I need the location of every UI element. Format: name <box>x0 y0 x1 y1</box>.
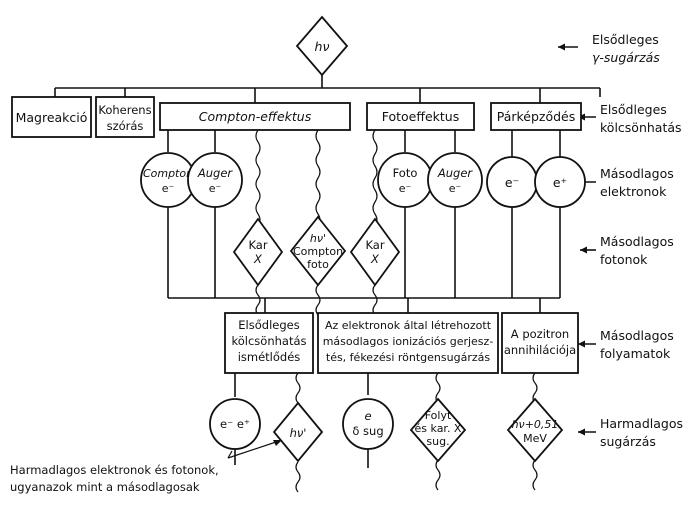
circle-compton-electron: Compton e⁻ <box>140 152 196 208</box>
box-label-line1: Az elektronok által létrehozott <box>325 319 492 332</box>
diamond-label-line3: foto <box>307 258 329 271</box>
box-label-line3: ismétlődés <box>238 350 301 364</box>
circle-label-line1: e <box>364 409 371 423</box>
circle-label-line1: Foto <box>393 166 418 180</box>
side-label-line1: Elsődleges <box>592 32 659 47</box>
side-label-line1: Harmadlagos <box>600 416 683 431</box>
note-line2: ugyanazok mint a másodlagosak <box>10 480 200 494</box>
circle-tertiary-electron-pair: e⁻ e⁺ <box>209 398 261 450</box>
side-label-secondary-photons: Másodlagos fotonok <box>580 234 674 267</box>
hv-label: hν <box>315 39 330 54</box>
circle-label-line2: e⁻ <box>209 182 222 195</box>
side-label-line2: kölcsönhatás <box>600 120 682 135</box>
diamond-tertiary-photon: hν' <box>272 401 324 463</box>
diamond-compton-photon: hν' Compton foto <box>289 215 347 287</box>
side-label-secondary-processes: Másodlagos folyamatok <box>578 328 674 361</box>
side-label-line1: Másodlagos <box>600 234 674 249</box>
circle-label-line2: δ sug <box>352 424 383 438</box>
diamond-label-line2: Compton <box>293 245 343 258</box>
diamond-label-line2: X <box>370 252 380 266</box>
box-label: Párképződés <box>497 109 576 124</box>
side-label-line2: folyamatok <box>600 346 671 361</box>
diamond-label-line1: hν' <box>310 232 326 245</box>
diamond-continuous-characteristic-x: Folyt és kar. X sug. <box>409 397 467 463</box>
box-label: Magreakció <box>16 110 88 125</box>
box-label-line1: A pozitron <box>511 327 569 341</box>
diamond-characteristic-x-2: Kar X <box>349 217 401 287</box>
diamond-label-line1: hν+0,51 <box>512 418 559 431</box>
side-label-tertiary-radiation: Harmadlagos sugárzás <box>578 416 683 449</box>
connector-lines <box>54 75 601 493</box>
circle-foto-electron: Foto e⁻ <box>377 152 433 208</box>
tertiary-note: Harmadlagos elektronok és fotonok, ugyan… <box>10 463 219 494</box>
box-compton-effektus: Compton-effektus <box>159 102 351 131</box>
box-label-line2: kölcsönhatás <box>231 334 306 348</box>
box-parkepzodes: Párképződés <box>490 102 582 131</box>
box-label: Compton-effektus <box>199 109 312 124</box>
box-secondary-ionization: Az elektronok által létrehozott másodlag… <box>317 312 499 374</box>
circle-label-line1: Auger <box>197 166 234 180</box>
box-koherens-szoras: Koherens szórás <box>95 96 155 138</box>
circle-electron: e⁻ <box>486 156 538 208</box>
side-label-line1: Elsődleges <box>600 102 667 117</box>
box-label-line2: másodlagos ionizációs gerjesz- <box>323 335 494 348</box>
note-line1: Harmadlagos elektronok és fotonok, <box>10 463 219 477</box>
diamond-label: hν' <box>290 426 307 440</box>
box-positron-annihilation: A pozitron annihilációja <box>501 312 579 374</box>
diamond-label-line2: és kar. X <box>415 422 462 435</box>
diamond-label-line1: Kar <box>365 238 384 252</box>
circle-delta-radiation: e δ sug <box>342 398 394 450</box>
circle-label-line2: e⁻ <box>399 182 412 195</box>
circle-label: e⁻ <box>505 175 519 190</box>
diamond-label-line1: Kar <box>248 238 267 252</box>
side-label-line2: fotonok <box>600 252 648 267</box>
circle-label: e⁺ <box>553 175 567 190</box>
circle-label-line1: Compton <box>143 167 193 180</box>
box-label-line2: annihilációja <box>504 343 576 357</box>
side-label-line2: elektronok <box>600 184 667 199</box>
box-label-line1: Elsődleges <box>238 318 299 332</box>
side-label-line2: sugárzás <box>600 434 656 449</box>
circle-auger-electron-1: Auger e⁻ <box>187 152 243 208</box>
side-label-secondary-electrons: Másodlagos elektronok <box>578 166 674 199</box>
circle-label-line2: e⁻ <box>162 182 175 195</box>
box-fotoeffektus: Fotoeffektus <box>366 102 475 131</box>
side-label-primary-interaction: Elsődleges kölcsönhatás <box>578 102 682 135</box>
circle-label-line1: Auger <box>437 166 474 180</box>
side-label-line1: Másodlagos <box>600 328 674 343</box>
box-label-line2: szórás <box>107 119 144 133</box>
diamond-label-line2: MeV <box>523 432 547 445</box>
box-label-line3: tés, fékezési röntgensugárzás <box>326 351 490 364</box>
side-label-line1: Másodlagos <box>600 166 674 181</box>
diamond-label-line1: Folyt <box>425 409 452 422</box>
primary-gamma-diamond: hν <box>295 15 349 77</box>
side-label-primary-gamma: Elsődleges γ-sugárzás <box>558 32 660 65</box>
circle-label-line2: e⁻ <box>449 182 462 195</box>
box-label: Fotoeffektus <box>382 109 460 124</box>
box-primary-interaction-repeat: Elsődleges kölcsönhatás ismétlődés <box>224 312 314 374</box>
diamond-label-line2: X <box>253 252 263 266</box>
circle-auger-electron-2: Auger e⁻ <box>427 152 483 208</box>
diamond-annihilation-photon: hν+0,51 MeV <box>506 397 564 463</box>
diamond-characteristic-x-1: Kar X <box>232 217 284 287</box>
side-label-line2: γ-sugárzás <box>592 50 660 65</box>
diamond-label-line3: sug. <box>426 435 449 448</box>
box-magreakcio: Magreakció <box>11 96 92 138</box>
box-label-line1: Koherens <box>98 103 151 117</box>
circle-positron: e⁺ <box>534 156 586 208</box>
circle-label: e⁻ e⁺ <box>220 417 250 431</box>
